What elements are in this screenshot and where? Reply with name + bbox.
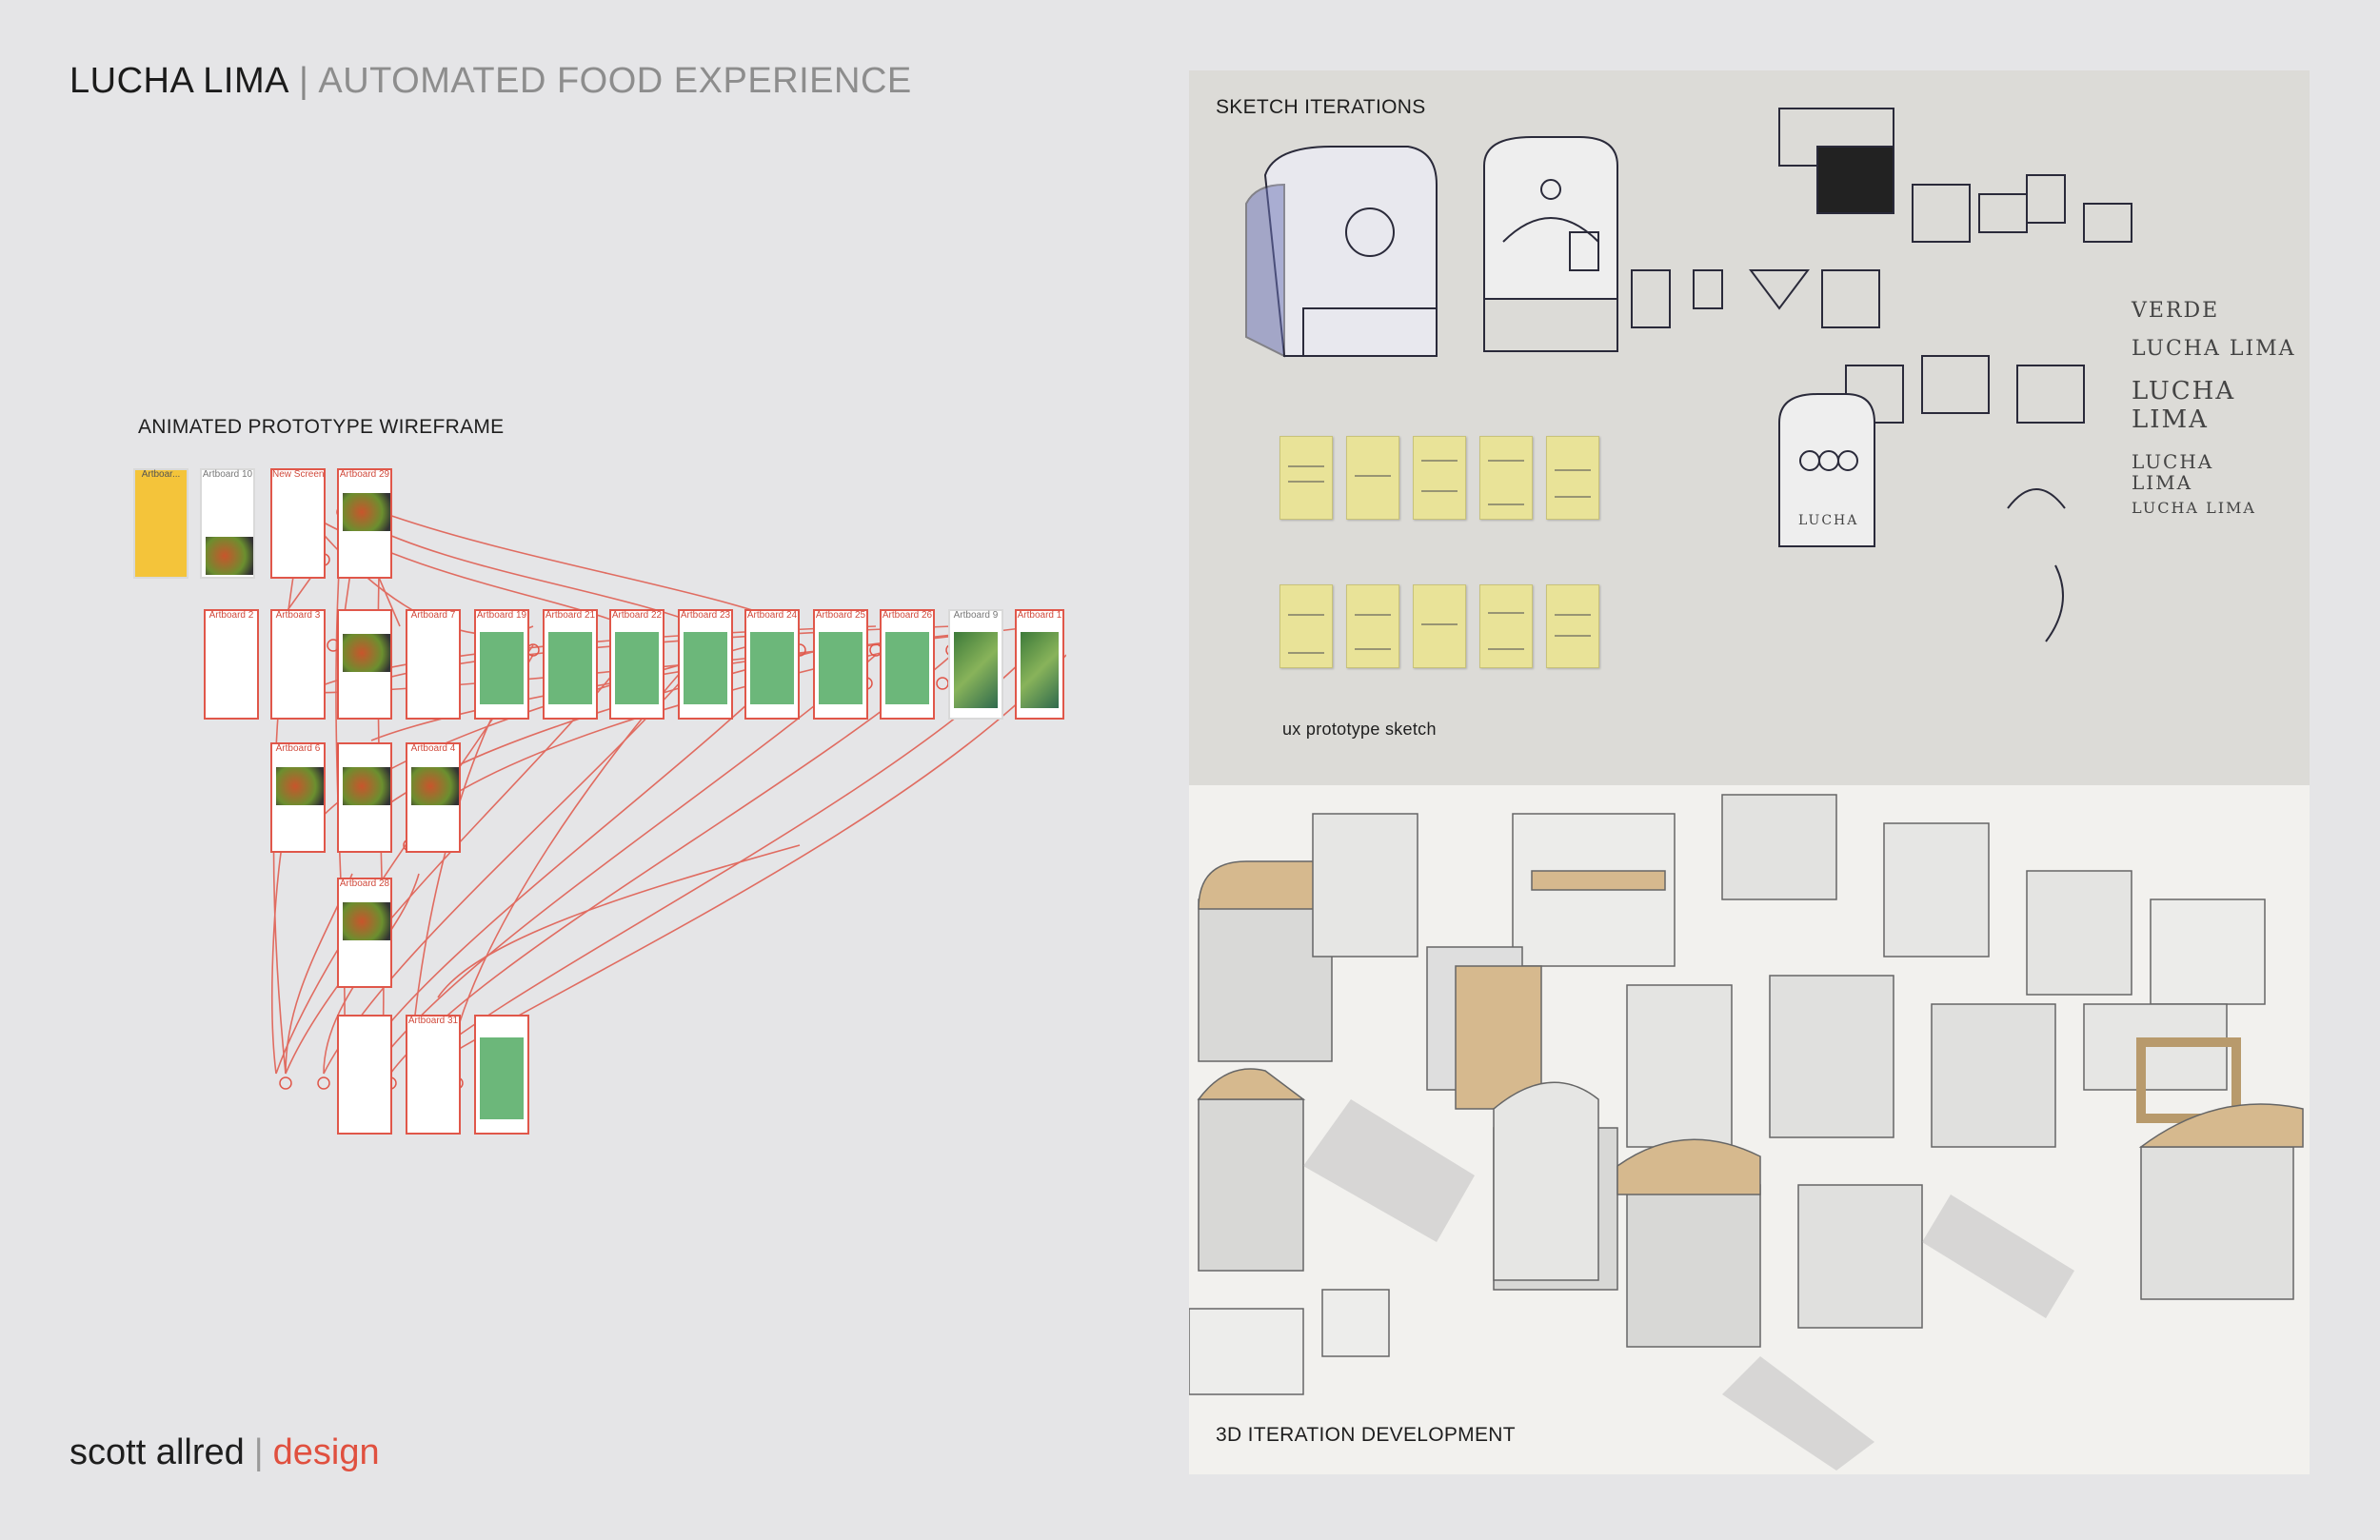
artboard-31[interactable]: Artboard 31	[406, 1015, 461, 1135]
artboard-23[interactable]: Artboard 23	[678, 609, 733, 720]
artboard-label: Artboard 4	[410, 743, 456, 754]
ux-caption: ux prototype sketch	[1282, 720, 1437, 739]
artboard-last[interactable]: Artboard 1	[1015, 609, 1064, 720]
artboard-5[interactable]	[337, 742, 392, 853]
artboard-29[interactable]: Artboard 29	[337, 468, 392, 579]
artboard-24[interactable]: Artboard 24	[744, 609, 800, 720]
artboard-4[interactable]: Artboard 4	[406, 742, 461, 853]
artboard-label: Artboard 3	[275, 610, 321, 621]
ux-sticky-note	[1546, 436, 1599, 520]
artboard-26[interactable]: Artboard 26	[880, 609, 935, 720]
ux-sticky-note	[1413, 584, 1466, 668]
ux-sticky-note	[1279, 436, 1333, 520]
sketch-iterations-panel: VERDE LUCHA LIMA LUCHA LIMA LUCHA LIMA L…	[1189, 70, 2310, 785]
title-main: LUCHA LIMA	[69, 61, 289, 101]
ux-sticky-note	[1346, 436, 1399, 520]
render-caption: 3D ITERATION DEVELOPMENT	[1216, 1424, 1516, 1446]
artboard-label: Artboar...	[141, 469, 181, 480]
title-separator: |	[298, 61, 309, 101]
sketch-word-lucha-lima: LUCHA LIMA	[2132, 377, 2236, 434]
artboard-label: Artboard 28	[339, 879, 390, 889]
ux-sticky-note	[1546, 584, 1599, 668]
footer-separator: |	[253, 1432, 264, 1472]
artboard-label: Artboard 21	[545, 610, 596, 621]
sketch-word-verde: VERDE	[2132, 299, 2220, 323]
artboard-label: Artboard 22	[611, 610, 663, 621]
artboard-9[interactable]: Artboard 9	[948, 609, 1003, 720]
artboard-label: Artboard 6	[275, 743, 321, 754]
3d-renders	[1189, 794, 2304, 1471]
artboard-label: Artboard 7	[410, 610, 456, 621]
sketch-word-lucha-lima: LUCHA LIMA	[2132, 499, 2256, 517]
sketch-word-lucha-lima: LUCHA LIMA	[2132, 337, 2296, 361]
ux-sticky-note	[1413, 436, 1466, 520]
sketch-word-lucha: LUCHA	[1798, 513, 1859, 528]
artboard-31a[interactable]	[337, 1015, 392, 1135]
artboard-label: Artboard 1	[1017, 610, 1062, 621]
artboard-new-screen[interactable]: New Screen	[270, 468, 326, 579]
artboard-31c[interactable]	[474, 1015, 529, 1135]
artboard-label: Artboard 19	[476, 610, 527, 621]
artboard-7[interactable]: Artboard 7	[406, 609, 461, 720]
artboard-label: Artboard 29	[339, 469, 390, 480]
artboard-22[interactable]: Artboard 22	[609, 609, 664, 720]
sketch-word-lucha-lima: LUCHA LIMA	[2132, 450, 2214, 494]
artboard-19[interactable]: Artboard 19	[474, 609, 529, 720]
artboard-label: Artboard 10	[202, 469, 253, 480]
artboard-label: Artboard 25	[815, 610, 866, 621]
wireframe-caption: ANIMATED PROTOTYPE WIREFRAME	[138, 416, 505, 438]
artboard-label: Artboard 23	[680, 610, 731, 621]
prototype-wireframe: Artboar... Artboard 10 New Screen Artboa…	[133, 464, 1066, 1135]
artboard-25[interactable]: Artboard 25	[813, 609, 868, 720]
footer-brand: scott allred|design	[69, 1432, 380, 1473]
title-subtitle: AUTOMATED FOOD EXPERIENCE	[318, 61, 912, 101]
artboard-top[interactable]: Artboar...	[133, 468, 188, 579]
artboard-21[interactable]: Artboard 21	[543, 609, 598, 720]
artboard-label: Artboard 2	[208, 610, 254, 621]
footer-name: scott allred	[69, 1432, 245, 1472]
artboard-label: Artboard 24	[746, 610, 798, 621]
sketch-caption: SKETCH ITERATIONS	[1216, 96, 1426, 118]
footer-accent: design	[272, 1432, 380, 1472]
artboard-3b[interactable]	[337, 609, 392, 720]
artboard-3[interactable]: Artboard 3	[270, 609, 326, 720]
page-title: LUCHA LIMA|AUTOMATED FOOD EXPERIENCE	[69, 61, 912, 102]
artboard-label: Artboard 9	[953, 610, 999, 621]
artboard-6[interactable]: Artboard 6	[270, 742, 326, 853]
3d-iteration-panel	[1189, 785, 2310, 1474]
artboard-label: New Screen	[272, 469, 324, 480]
artboard-label: Artboard 26	[882, 610, 933, 621]
artboard-label: Artboard 31	[407, 1016, 459, 1026]
artboard-28[interactable]: Artboard 28	[337, 878, 392, 988]
ux-sticky-note	[1346, 584, 1399, 668]
ux-sticky-note	[1479, 584, 1533, 668]
ux-sticky-note	[1279, 584, 1333, 668]
artboard-10[interactable]: Artboard 10	[200, 468, 255, 579]
artboard-2[interactable]: Artboard 2	[204, 609, 259, 720]
sketch-drawings	[1245, 108, 2132, 642]
ux-sticky-note	[1479, 436, 1533, 520]
